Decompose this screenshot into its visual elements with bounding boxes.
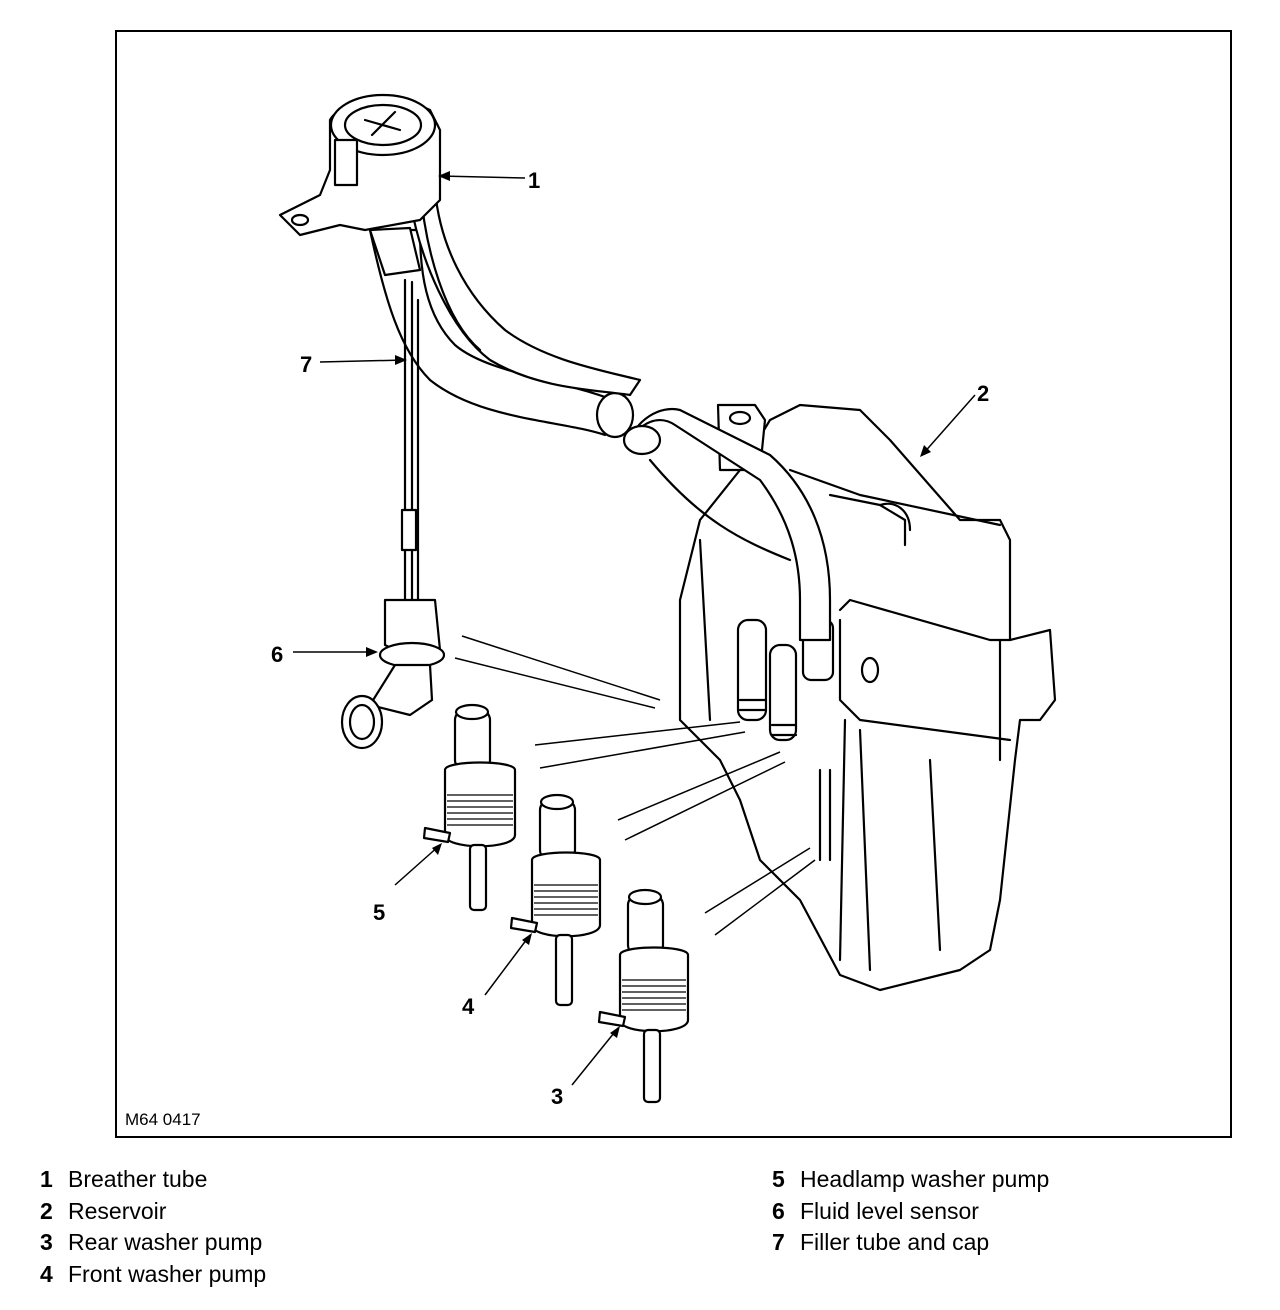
legend-number: 1 xyxy=(40,1166,53,1192)
filler-tube-and-cap xyxy=(278,93,642,439)
legend-text: Reservoir xyxy=(68,1197,167,1224)
callout-4: 4 xyxy=(462,994,475,1019)
legend-number: 6 xyxy=(772,1197,785,1224)
legend-number: 2 xyxy=(40,1197,53,1224)
legend-text: Fluid level sensor xyxy=(800,1197,979,1224)
legend-item: 6 Fluid level sensor xyxy=(772,1196,1049,1228)
rear-washer-pump xyxy=(597,888,690,1104)
legend-number: 7 xyxy=(772,1229,785,1255)
legend-item: 1 Breather tube xyxy=(40,1164,266,1196)
legend-item: 5 Headlamp washer pump xyxy=(772,1164,1049,1196)
legend-left: 1 Breather tube 2 Reservoir 3 Rear washer p… xyxy=(40,1164,266,1290)
headlamp-washer-pump xyxy=(422,703,517,912)
callout-2: 2 xyxy=(977,381,990,406)
legend-text: Front washer pump xyxy=(68,1260,267,1287)
legend-item: 2 Reservoir xyxy=(40,1196,266,1228)
filler-hose-lower xyxy=(622,407,832,642)
callout-1: 1 xyxy=(528,168,541,193)
legend-number: 5 xyxy=(772,1166,785,1192)
legend-text: Filler tube and cap xyxy=(800,1229,990,1255)
reservoir xyxy=(678,403,1057,992)
callout-3: 3 xyxy=(551,1084,564,1109)
front-washer-pump xyxy=(509,793,602,1007)
figure-reference: M64 0417 xyxy=(125,1110,201,1129)
callout-5: 5 xyxy=(373,900,386,925)
assembly-lines xyxy=(454,635,816,936)
diagram-frame xyxy=(115,30,1232,1138)
legend-text: Headlamp washer pump xyxy=(800,1166,1050,1192)
legend-number: 4 xyxy=(40,1260,53,1287)
callout-7: 7 xyxy=(300,352,313,377)
legend-item: 7 Filler tube and cap xyxy=(772,1227,1049,1259)
leader-arrowheads xyxy=(366,171,931,1038)
leader-lines xyxy=(293,175,976,1086)
legend-text: Breather tube xyxy=(68,1166,208,1192)
callout-6: 6 xyxy=(271,642,284,667)
fluid-level-sensor xyxy=(340,278,446,750)
legend-item: 4 Front washer pump xyxy=(40,1259,266,1291)
legend-right: 5 Headlamp washer pump 6 Fluid level senso… xyxy=(772,1164,1049,1259)
legend-number: 3 xyxy=(40,1229,53,1255)
legend-item: 3 Rear washer pump xyxy=(40,1227,266,1259)
legend-text: Rear washer pump xyxy=(68,1229,263,1255)
